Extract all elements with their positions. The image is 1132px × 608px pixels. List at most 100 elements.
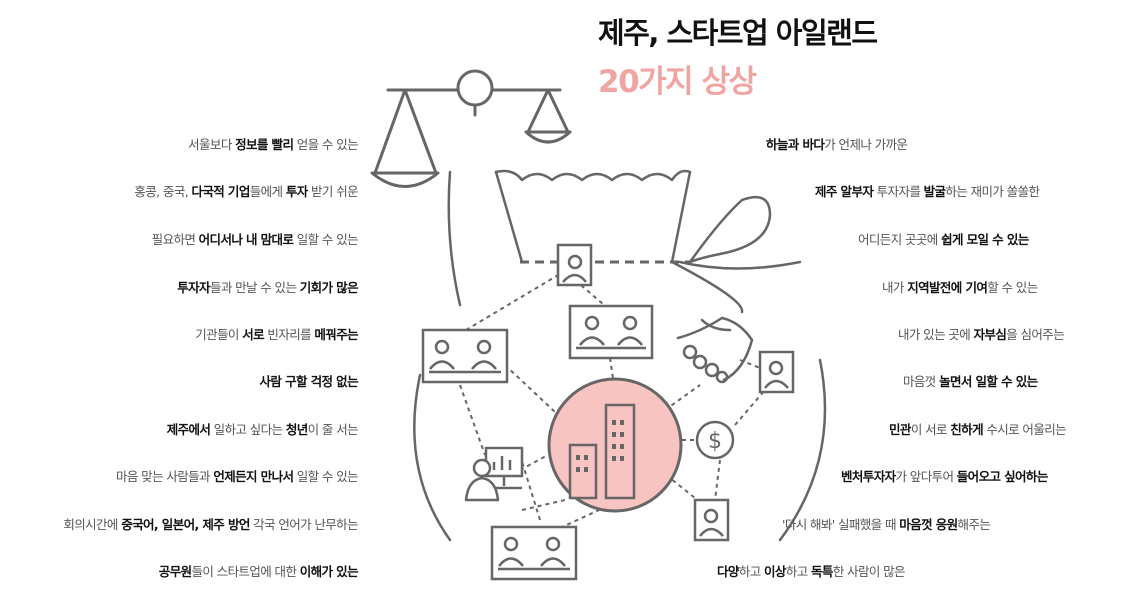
caption-text: 마음 맞는 사람들과 (115, 469, 214, 484)
caption-item: 다양하고 이상하고 독특한 사람이 많은 (717, 564, 906, 580)
caption-text: '다시 해봐' 실패했을 때 (782, 517, 900, 532)
caption-emphasis: 들어오고 싶어하는 (956, 469, 1049, 484)
caption-text: 내가 있는 곳에 (898, 327, 974, 342)
caption-item: 공무원들이 스타트업에 대한 이해가 있는 (158, 564, 359, 580)
caption-emphasis: 사람 구할 걱정 없는 (259, 374, 359, 389)
caption-text: 할 수 있는 (987, 280, 1038, 295)
money-bag-icon (413, 169, 827, 542)
caption-emphasis: 서로 (242, 327, 265, 342)
caption-text: 수시로 어울리는 (982, 422, 1067, 437)
caption-emphasis: 투자 (285, 184, 308, 199)
caption-emphasis: 투자자 (177, 280, 210, 295)
caption-emphasis: 제주 알부자 (815, 184, 874, 199)
caption-text: 을 심어주는 (1006, 327, 1065, 342)
caption-text: 회의시간에 (63, 517, 122, 532)
caption-text: 들과 만날 수 있는 (209, 280, 300, 295)
caption-emphasis: 제주에서 (166, 422, 211, 437)
caption-item: '다시 해봐' 실패했을 때 마음껏 응원해주는 (782, 517, 991, 533)
caption-item: 하늘과 바다가 언제나 가까운 (766, 137, 908, 153)
caption-emphasis: 중국어, 일본어, 제주 방언 (121, 517, 250, 532)
caption-emphasis: 다국적 기업 (191, 184, 250, 199)
svg-text:$: $ (708, 429, 722, 454)
caption-item: 마음껏 놀면서 일할 수 있는 (903, 374, 1038, 390)
caption-emphasis: 친하게 (950, 422, 983, 437)
caption-text: 하는 재미가 쏠쏠한 (945, 184, 1040, 199)
caption-item: 제주 알부자 투자자를 발굴하는 재미가 쏠쏠한 (815, 184, 1040, 200)
caption-emphasis: 민관 (889, 422, 911, 437)
meeting-screen-icon (490, 525, 578, 581)
caption-item: 홍콩, 중국, 다국적 기업들에게 투자 받기 쉬운 (134, 184, 358, 200)
caption-text: 투자자를 (873, 184, 924, 199)
caption-emphasis: 어디서나 내 맘대로 (198, 232, 294, 247)
caption-item: 회의시간에 중국어, 일본어, 제주 방언 각국 언어가 난무하는 (63, 517, 358, 533)
caption-item: 어디든지 곳곳에 쉽게 모일 수 있는 (858, 232, 1029, 248)
caption-item: 마음 맞는 사람들과 언제든지 만나서 일할 수 있는 (115, 469, 359, 485)
caption-item: 제주에서 일하고 싶다는 청년이 줄 서는 (166, 422, 359, 438)
caption-text: 내가 (882, 280, 908, 295)
caption-text: 들이 스타트업에 대한 (191, 564, 300, 579)
caption-item: 내가 지역발전에 기여할 수 있는 (882, 280, 1038, 296)
caption-text: 기관들이 (195, 327, 243, 342)
caption-item: 사람 구할 걱정 없는 (259, 374, 359, 390)
page-subtitle: 20가지 상상 (598, 64, 757, 100)
person-frame-icon (758, 350, 795, 394)
caption-text: 각국 언어가 난무하는 (249, 517, 358, 532)
caption-emphasis: 벤처투자자 (841, 469, 896, 484)
caption-emphasis: 하늘과 바다 (766, 137, 825, 152)
caption-text: 서울보다 (188, 137, 236, 152)
caption-emphasis: 이해가 있는 (299, 564, 359, 579)
meeting-screen-icon (421, 328, 509, 384)
caption-text: 하고 (738, 564, 764, 579)
caption-text: 일할 수 있는 (293, 232, 359, 247)
caption-emphasis: 청년 (285, 422, 308, 437)
caption-emphasis: 독특 (811, 564, 833, 579)
caption-emphasis: 놀면서 일할 수 있는 (939, 374, 1038, 389)
caption-text: 이 줄 서는 (307, 422, 359, 437)
caption-text: 어디든지 곳곳에 (858, 232, 942, 247)
caption-text: 한 사람이 많은 (832, 564, 906, 579)
handshake-icon (676, 316, 754, 384)
caption-emphasis: 공무원 (158, 564, 192, 579)
caption-item: 민관이 서로 친하게 수시로 어울리는 (889, 422, 1067, 438)
caption-text: 마음껏 (903, 374, 940, 389)
caption-emphasis: 언제든지 만나서 (213, 469, 294, 484)
caption-text: 받기 쉬운 (307, 184, 359, 199)
caption-item: 내가 있는 곳에 자부심을 심어주는 (898, 327, 1065, 343)
caption-text: 홍콩, 중국, (134, 184, 192, 199)
caption-emphasis: 쉽게 모일 수 있는 (941, 232, 1029, 247)
caption-text: 가 앞다투어 (895, 469, 957, 484)
person-frame-icon (693, 498, 730, 542)
caption-text: 필요하면 (151, 232, 199, 247)
caption-text: 일하고 싶다는 (210, 422, 286, 437)
caption-emphasis: 마음껏 응원 (899, 517, 958, 532)
caption-emphasis: 지역발전에 기여 (907, 280, 988, 295)
caption-emphasis: 이상 (764, 564, 786, 579)
caption-text: 이 서로 (910, 422, 951, 437)
page-title: 제주, 스타트업 아일랜드 (598, 16, 878, 50)
meeting-screen-icon (568, 304, 654, 360)
building-icon (547, 377, 683, 513)
caption-item: 서울보다 정보를 빨리 얻을 수 있는 (188, 137, 358, 153)
caption-text: 가 언제나 가까운 (824, 137, 908, 152)
caption-emphasis: 기회가 많은 (299, 280, 359, 295)
caption-text: 들에게 (249, 184, 286, 199)
caption-emphasis: 정보를 빨리 (235, 137, 294, 152)
caption-emphasis: 메꿔주는 (314, 327, 358, 342)
caption-emphasis: 발굴 (923, 184, 946, 199)
person-frame-icon (556, 243, 593, 287)
dollar-coin-icon: $ (695, 420, 735, 460)
caption-emphasis: 자부심 (973, 327, 1007, 342)
caption-text: 일할 수 있는 (293, 469, 359, 484)
caption-emphasis: 다양 (717, 564, 739, 579)
caption-item: 기관들이 서로 빈자리를 메꿔주는 (195, 327, 358, 343)
caption-text: 하고 (785, 564, 811, 579)
caption-text: 빈자리를 (264, 327, 315, 342)
caption-item: 투자자들과 만날 수 있는 기회가 많은 (177, 280, 358, 296)
caption-text: 해주는 (957, 517, 991, 532)
caption-text: 얻을 수 있는 (293, 137, 359, 152)
scale-icon (370, 69, 572, 188)
desk-worker-icon (464, 446, 524, 502)
caption-item: 필요하면 어디서나 내 맘대로 일할 수 있는 (151, 232, 359, 248)
caption-item: 벤처투자자가 앞다투어 들어오고 싶어하는 (841, 469, 1048, 485)
